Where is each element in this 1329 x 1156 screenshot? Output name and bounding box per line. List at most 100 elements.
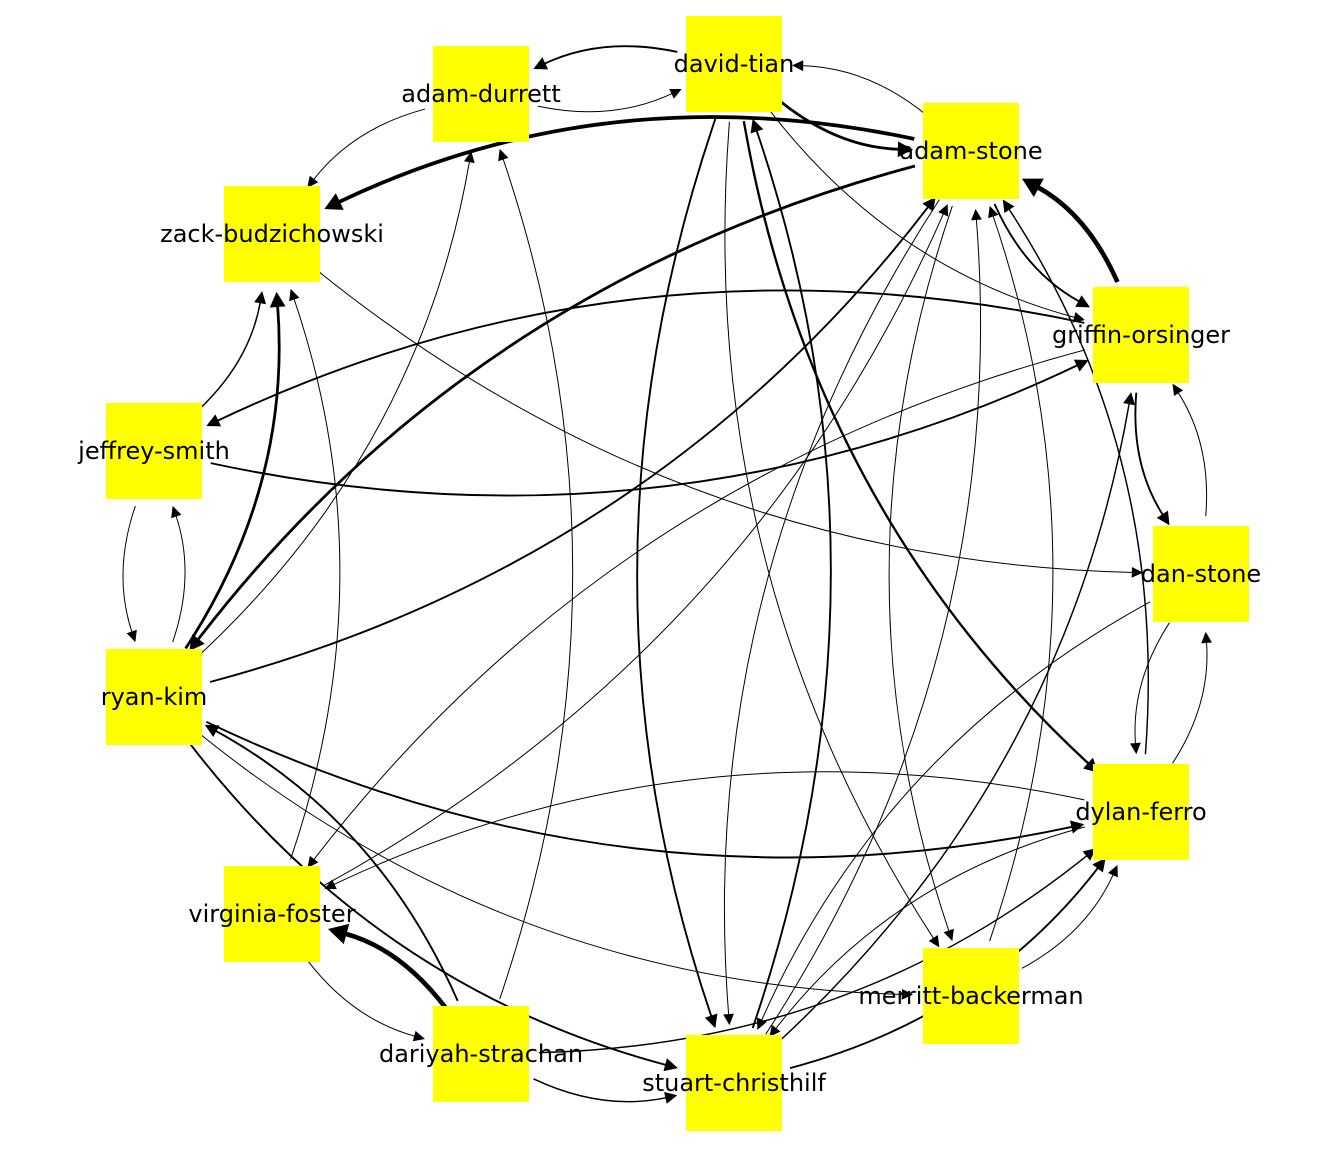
node-label: dylan-ferro [1075,798,1206,826]
arrowhead [189,634,205,651]
edge-line [290,297,341,860]
arrowhead [1021,178,1044,197]
edge-line [343,931,448,1010]
arrowhead [464,151,475,164]
edge-line [196,301,262,413]
edge-line [543,45,678,66]
edge-line [216,289,1085,423]
edge-griffin-orsinger-to-adam-stone [1021,178,1120,283]
node-box [224,186,320,282]
node-merritt-backerman: merritt-backerman [858,948,1084,1044]
node-box [433,46,529,142]
edge-david-tian-to-stuart-christhilf [636,118,718,1029]
edge-line [172,514,186,643]
edge-line [1021,873,1115,969]
edge-griffin-orsinger-to-virginia-foster [307,349,1086,869]
arrowhead [988,205,999,219]
node-label: dariyah-strachan [379,1040,583,1068]
edge-line [768,109,1077,319]
edge-ryan-kim-to-adam-stone [209,197,936,683]
arrowhead [1172,383,1184,397]
edge-ryan-kim-to-jeffrey-smith [171,505,186,643]
node-griffin-orsinger: griffin-orsinger [1052,287,1230,383]
edge-line [636,118,717,1018]
arrowhead [1131,567,1144,578]
edge-dylan-ferro-to-stuart-christhilf [769,826,1086,1038]
edge-line [1035,184,1120,283]
arrowhead [206,414,222,427]
node-virginia-foster: virginia-foster [188,866,356,962]
edge-dariyah-strachan-to-virginia-foster [328,923,448,1010]
arrowhead [328,923,350,945]
arrowhead [254,291,267,305]
edge-adam-durrett-to-david-tian [537,88,682,113]
edge-line [1134,392,1165,517]
node-box [224,866,320,962]
node-zack-budzichowski: zack-budzichowski [160,186,384,282]
edge-david-tian-to-adam-durrett [533,45,678,70]
edge-david-tian-to-adam-stone [778,99,914,158]
arrowhead [1156,510,1170,526]
edge-line [751,129,832,1029]
edge-stuart-christhilf-to-david-tian [750,118,832,1029]
edge-line [312,108,426,181]
edge-line [188,742,668,1067]
edge-dariyah-strachan-to-stuart-christhilf [533,1078,678,1104]
arrowhead [897,141,914,158]
edge-line [210,363,1079,497]
node-jeffrey-smith: jeffrey-smith [77,403,230,499]
node-box [1093,287,1189,383]
arrowhead [324,879,337,890]
edge-line [209,205,930,683]
edge-jeffrey-smith-to-zack-budzichowski [196,291,267,413]
edge-ryan-kim-to-dylan-ferro [205,721,1085,859]
arrowhead [943,928,954,942]
arrowhead [1107,865,1118,878]
edge-dan-stone-to-griffin-orsinger [1172,383,1208,517]
edge-dariyah-strachan-to-adam-durrett [498,148,574,1000]
arrowhead [704,1013,718,1029]
edge-dylan-ferro-to-virginia-foster [324,771,1085,890]
edge-line [122,505,136,634]
arrowhead [928,935,940,948]
node-dylan-ferro: dylan-ferro [1075,764,1207,860]
edge-line [312,349,1086,862]
nodes-layer: david-tianadam-durrettadam-stonezack-bud… [77,16,1261,1131]
edge-dan-stone-to-stuart-christhilf [756,601,1151,1030]
edge-merritt-backerman-to-adam-stone [988,205,1054,942]
edge-griffin-orsinger-to-jeffrey-smith [206,289,1085,427]
node-david-tian: david-tian [674,16,794,112]
arrowhead [1073,359,1089,372]
node-label: zack-budzichowski [160,220,384,248]
edge-line [196,160,471,658]
edge-line [205,721,1074,859]
edge-adam-stone-to-merritt-backerman [888,205,954,942]
edge-line [332,771,1085,886]
arrowhead [664,1091,678,1104]
edge-adam-stone-to-stuart-christhilf [723,199,940,1026]
edge-david-tian-to-merritt-backerman [724,121,940,948]
node-box [686,1035,782,1131]
arrowhead [126,629,137,643]
edge-line [196,164,916,642]
arrowhead [938,204,949,217]
arrowhead [1123,392,1136,406]
edge-david-tian-to-griffin-orsinger [768,109,1085,323]
arrowhead [1002,199,1015,214]
arrowhead [307,175,319,188]
node-dariyah-strachan: dariyah-strachan [379,1006,583,1102]
edge-line [316,270,1134,573]
edge-line [538,854,1089,1054]
edge-adam-stone-to-david-tian [791,60,927,115]
arrowhead [1082,848,1096,861]
edge-line [742,120,1091,766]
edge-line [198,733,904,995]
node-adam-stone: adam-stone [899,103,1043,199]
node-box [106,403,202,499]
edge-ryan-kim-to-stuart-christhilf [188,742,678,1072]
edge-zack-budzichowski-to-dan-stone [316,270,1144,578]
edge-line [989,214,1054,942]
edge-adam-stone-to-ryan-kim [189,164,916,651]
node-dan-stone: dan-stone [1141,526,1261,622]
